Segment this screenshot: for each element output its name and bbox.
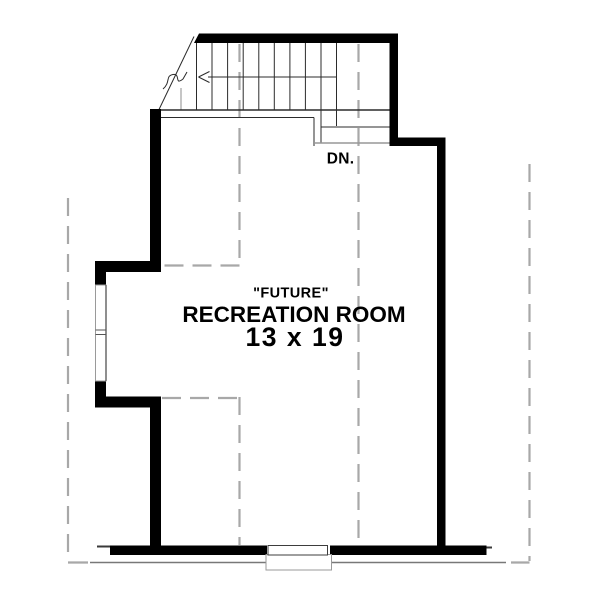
bump-out-wall-left-upper [95, 261, 106, 285]
exterior-wall-right [437, 137, 446, 555]
exterior-wall-step [389, 137, 446, 146]
bump-out-wall-bottom [95, 396, 161, 408]
window-bottom [267, 545, 328, 556]
stair-break-mark [162, 71, 188, 90]
bump-out-wall-top [95, 261, 161, 272]
stair-cut-line [158, 36, 195, 110]
ceiling-break-lines [162, 44, 360, 545]
stair-arrowhead [198, 71, 210, 78]
label-stair-direction: DN. [327, 151, 355, 168]
label-room-name: RECREATION ROOM [182, 302, 405, 327]
label-future: "FUTURE" [253, 286, 329, 302]
bump-out-wall-left-lower [95, 381, 106, 408]
wall-end-tick-left [97, 545, 110, 548]
exterior-wall-bottom-right [330, 545, 487, 555]
wall-left-upper [150, 109, 161, 272]
window-bottom-sill [265, 554, 332, 571]
label-room-size: 13 x 19 [246, 322, 345, 352]
walls [95, 33, 492, 555]
labels: DN. "FUTURE" RECREATION ROOM 13 x 19 [182, 151, 405, 353]
wall-end-tick-right [486, 546, 492, 549]
wall-left-lower [150, 396, 161, 555]
stair-direction-arrow [208, 76, 337, 126]
exterior-wall-bottom-left [110, 545, 267, 555]
staircase [158, 36, 390, 146]
exterior-wall-right-upper [389, 33, 398, 146]
exterior-wall-top [194, 33, 398, 43]
stair-arrowhead [198, 76, 210, 83]
window-left [95, 284, 107, 382]
roof-outline [66, 164, 531, 564]
windows [95, 284, 332, 571]
